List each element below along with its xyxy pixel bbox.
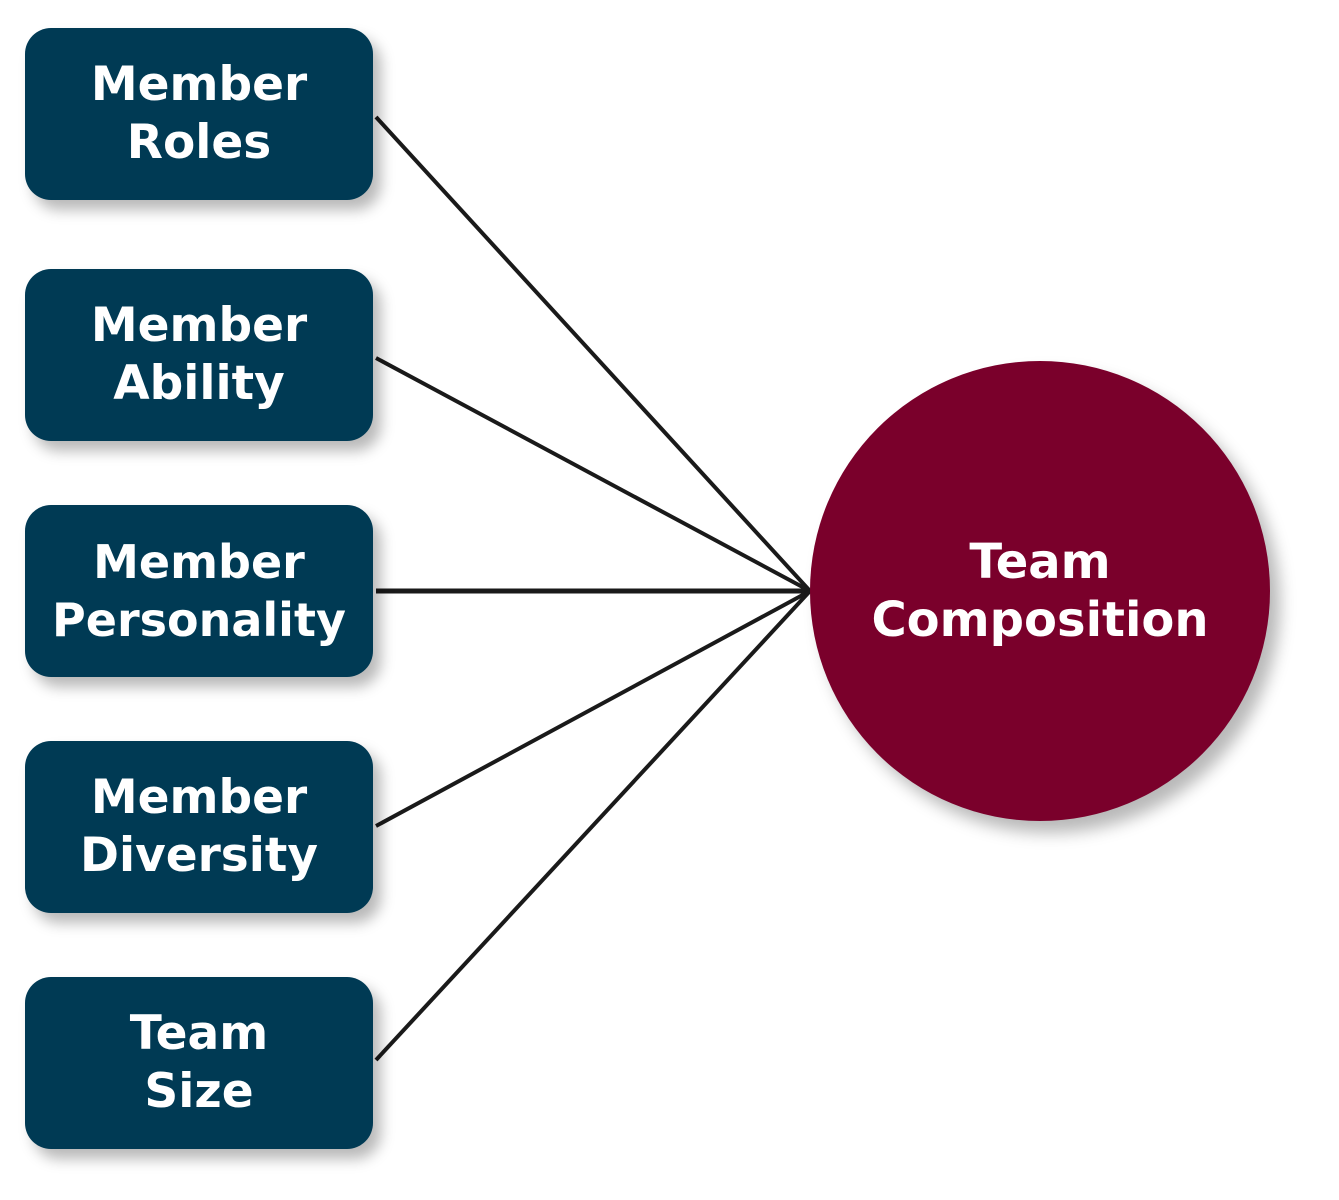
factor-box-member-personality: Member Personality: [25, 505, 373, 677]
factor-label: Member Roles: [91, 56, 307, 172]
factor-label: Team Size: [130, 1005, 268, 1121]
outcome-label: Team Composition: [871, 533, 1208, 649]
factor-label: Member Ability: [91, 297, 307, 413]
factor-label-line2: Size: [144, 1064, 254, 1119]
connector-roles: [374, 115, 812, 593]
factor-label: Member Diversity: [80, 769, 318, 885]
factor-label-line1: Team: [129, 1006, 269, 1061]
outcome-label-line1: Team: [969, 534, 1111, 590]
factor-box-member-ability: Member Ability: [25, 269, 373, 441]
factor-label-line1: Member: [90, 298, 308, 353]
outcome-circle-team-composition: Team Composition: [810, 361, 1270, 821]
connector-diversity: [375, 589, 811, 828]
connector-size: [374, 589, 812, 1062]
factor-box-member-diversity: Member Diversity: [25, 741, 373, 913]
factor-box-member-roles: Member Roles: [25, 28, 373, 200]
factor-label-line2: Personality: [52, 593, 346, 647]
outcome-label-line2: Composition: [871, 592, 1209, 648]
factor-label: Member Personality: [52, 533, 346, 649]
factor-label-line1: Member: [90, 57, 308, 112]
factor-box-team-size: Team Size: [25, 977, 373, 1149]
factor-label-line2: Diversity: [79, 828, 318, 883]
connector-ability: [375, 356, 811, 593]
factor-label-line2: Ability: [113, 356, 285, 411]
factor-label-line1: Member: [93, 535, 305, 589]
factor-label-line1: Member: [90, 770, 308, 825]
factor-label-line2: Roles: [126, 115, 272, 170]
